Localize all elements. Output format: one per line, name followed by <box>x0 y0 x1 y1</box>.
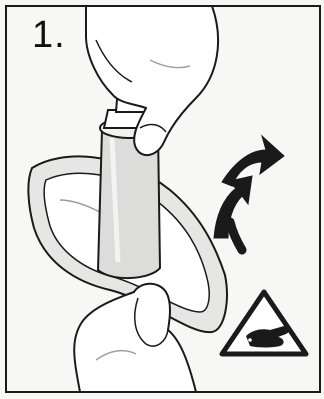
hand-hazard-warning-icon <box>222 292 306 354</box>
rotate-twist-arrows-icon <box>214 136 284 250</box>
step-number: 1. <box>32 16 66 54</box>
